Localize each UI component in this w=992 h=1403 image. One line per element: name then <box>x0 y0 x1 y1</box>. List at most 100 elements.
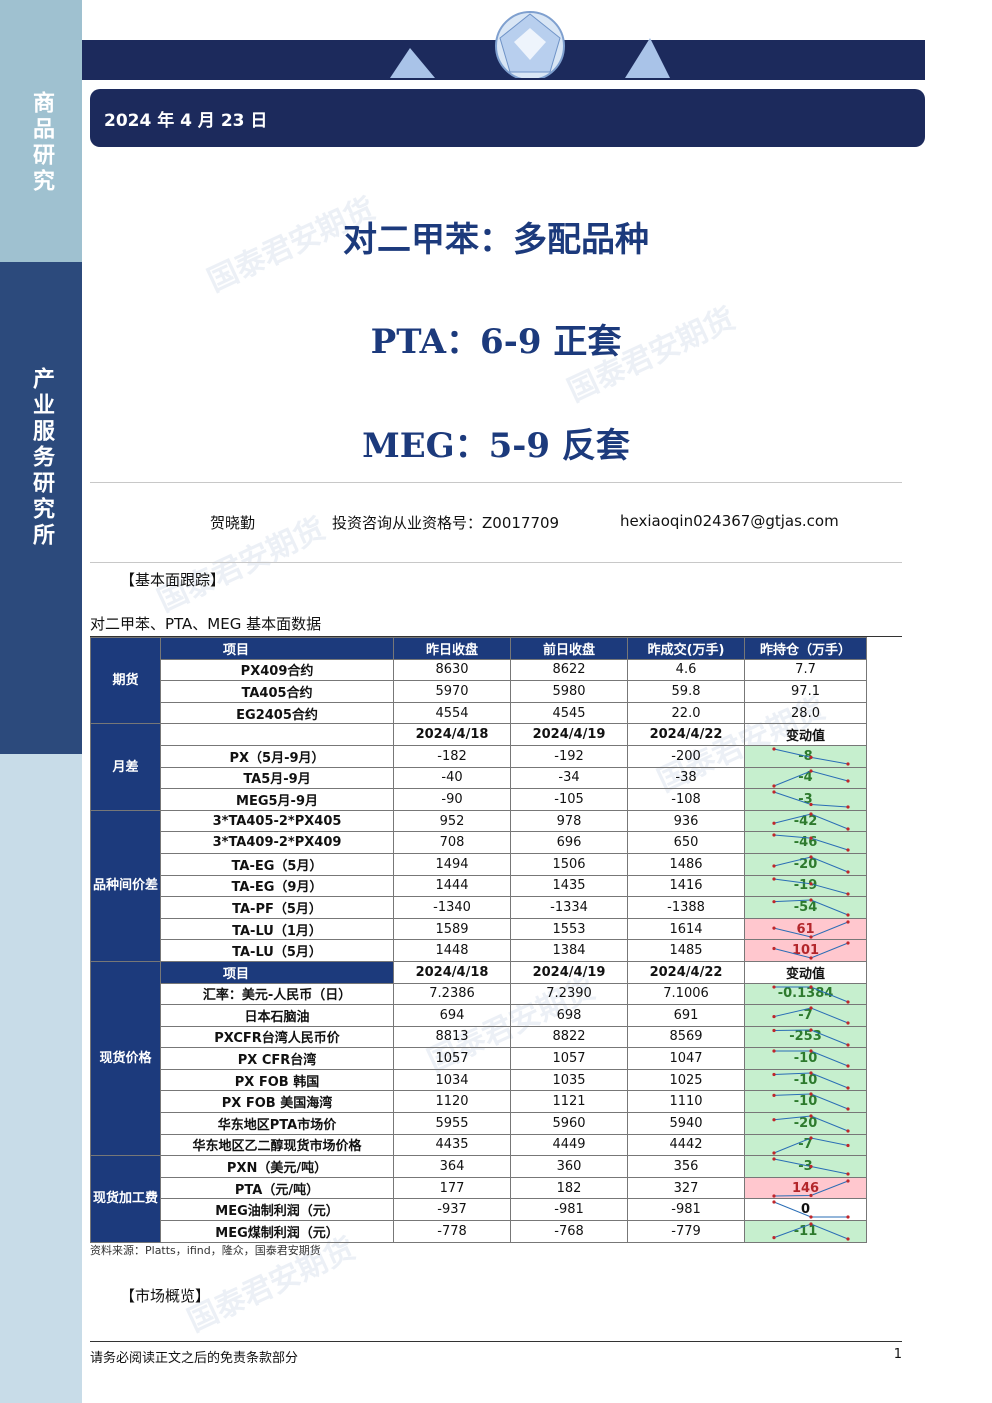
sparkline-point <box>809 812 813 816</box>
table-cell: 昨日收盘 <box>393 637 512 660</box>
sparkline-point <box>772 947 776 951</box>
sparkline-line <box>773 1201 849 1218</box>
table-cell: TA-EG（5月） <box>160 852 395 876</box>
change-value: 146 <box>744 1176 868 1200</box>
sparkline-point <box>772 1094 776 1098</box>
sparkline <box>772 1071 850 1090</box>
table-cell: 8813 <box>393 1025 512 1049</box>
table-cell: 7.2386 <box>393 982 512 1006</box>
table-cell: PXCFR台湾人民币价 <box>160 1025 395 1049</box>
change-value: 0 <box>744 1198 868 1222</box>
source-note: 资料来源：Platts，ifind，隆众，国泰君安期货 <box>90 1244 321 1257</box>
sparkline-point <box>846 778 850 783</box>
table-cell: 1494 <box>393 852 512 876</box>
change-value: -7 <box>744 1133 868 1157</box>
change-value: -8 <box>744 744 868 768</box>
table-cell: -108 <box>627 788 746 811</box>
change-value: -253 <box>744 1025 868 1049</box>
table-cell: PX FOB 美国海湾 <box>160 1090 395 1114</box>
table-cell: 3*TA405-2*PX405 <box>160 809 395 833</box>
table-cell: 364 <box>393 1155 512 1178</box>
sparkline-line <box>773 834 849 851</box>
sparkline-line <box>773 878 849 895</box>
change-value: -11 <box>744 1220 868 1243</box>
change-value: -3 <box>744 1155 868 1178</box>
sparkline-point <box>809 1222 813 1226</box>
table-cell: 1120 <box>393 1090 512 1114</box>
sparkline <box>772 812 850 831</box>
table-cell: 2024/4/19 <box>510 960 629 984</box>
sparkline-point <box>809 855 813 859</box>
change-value: -10 <box>744 1047 868 1070</box>
sparkline <box>772 768 850 788</box>
table-cell: PTA（元/吨） <box>160 1176 395 1200</box>
sparkline-line <box>774 1180 849 1197</box>
table-cell: 2024/4/22 <box>627 723 746 746</box>
table-cell: 1614 <box>627 917 746 941</box>
author-email[interactable]: hexiaoqin024367@gtjas.com <box>620 512 839 530</box>
table-cell: 696 <box>510 831 629 854</box>
category-label: 现货加工费 <box>89 1155 162 1243</box>
table-cell: 1057 <box>393 1047 512 1070</box>
table-cell: TA-LU（5月） <box>160 939 395 962</box>
sparkline <box>772 1200 850 1220</box>
table-cell: 1435 <box>510 874 629 898</box>
sparkline-line <box>773 942 849 959</box>
sparkline <box>772 1222 850 1241</box>
sparkline-line <box>773 1093 849 1110</box>
change-value: 101 <box>744 939 868 962</box>
table-cell: -90 <box>393 788 512 811</box>
title-meg: MEG：5-9 反套 <box>362 426 630 466</box>
category-label: 月差 <box>89 723 162 811</box>
table-cell: 5955 <box>393 1112 512 1135</box>
sparkline <box>772 1049 850 1068</box>
author-license: 投资咨询从业资格号：Z0017709 <box>332 514 560 532</box>
sparkline-point <box>809 836 813 841</box>
sparkline-point <box>772 1028 776 1032</box>
table-cell: 2024/4/19 <box>510 723 629 746</box>
title-pta: PTA：6-9 正套 <box>370 322 622 362</box>
footer-rule <box>90 1341 902 1342</box>
sparkline-line <box>773 1158 849 1175</box>
section-market: 【市场概览】 <box>120 1287 211 1305</box>
sparkline-point <box>809 1071 813 1075</box>
table-cell: -1388 <box>627 896 746 919</box>
sparkline <box>772 1114 850 1133</box>
table-cell: 182 <box>510 1176 629 1200</box>
table-cell: 4554 <box>393 701 512 725</box>
sparkline-point <box>809 755 813 759</box>
change-value: -46 <box>744 831 868 854</box>
change-value: -42 <box>744 809 868 833</box>
table-row: TA-PF（5月）-1340-1334-1388-54 <box>91 896 868 919</box>
sparkline-point <box>846 870 850 874</box>
title-px: 对二甲苯：多配品种 <box>343 220 649 260</box>
change-value: -20 <box>744 852 868 876</box>
sparkline-point <box>772 1194 776 1198</box>
sparkline-line <box>774 985 849 1002</box>
table-top-rule <box>90 636 902 637</box>
table-row: MEG煤制利润（元）-778-768-779-11 <box>91 1220 868 1243</box>
sparkline <box>772 833 850 852</box>
table-cell: -34 <box>510 766 629 790</box>
sparkline-point <box>809 1049 813 1053</box>
sparkline-point <box>846 1107 850 1112</box>
table-cell: TA-PF（5月） <box>160 896 395 919</box>
sparkline-point <box>846 920 850 924</box>
table-cell: MEG煤制利润（元） <box>160 1220 395 1243</box>
sparkline-point <box>846 1021 850 1025</box>
table-cell: 1034 <box>393 1068 512 1092</box>
table-cell: MEG5月-9月 <box>160 788 395 811</box>
table-cell: 8630 <box>393 658 512 682</box>
sidebar-mid <box>0 262 82 754</box>
sparkline-point <box>809 984 813 989</box>
